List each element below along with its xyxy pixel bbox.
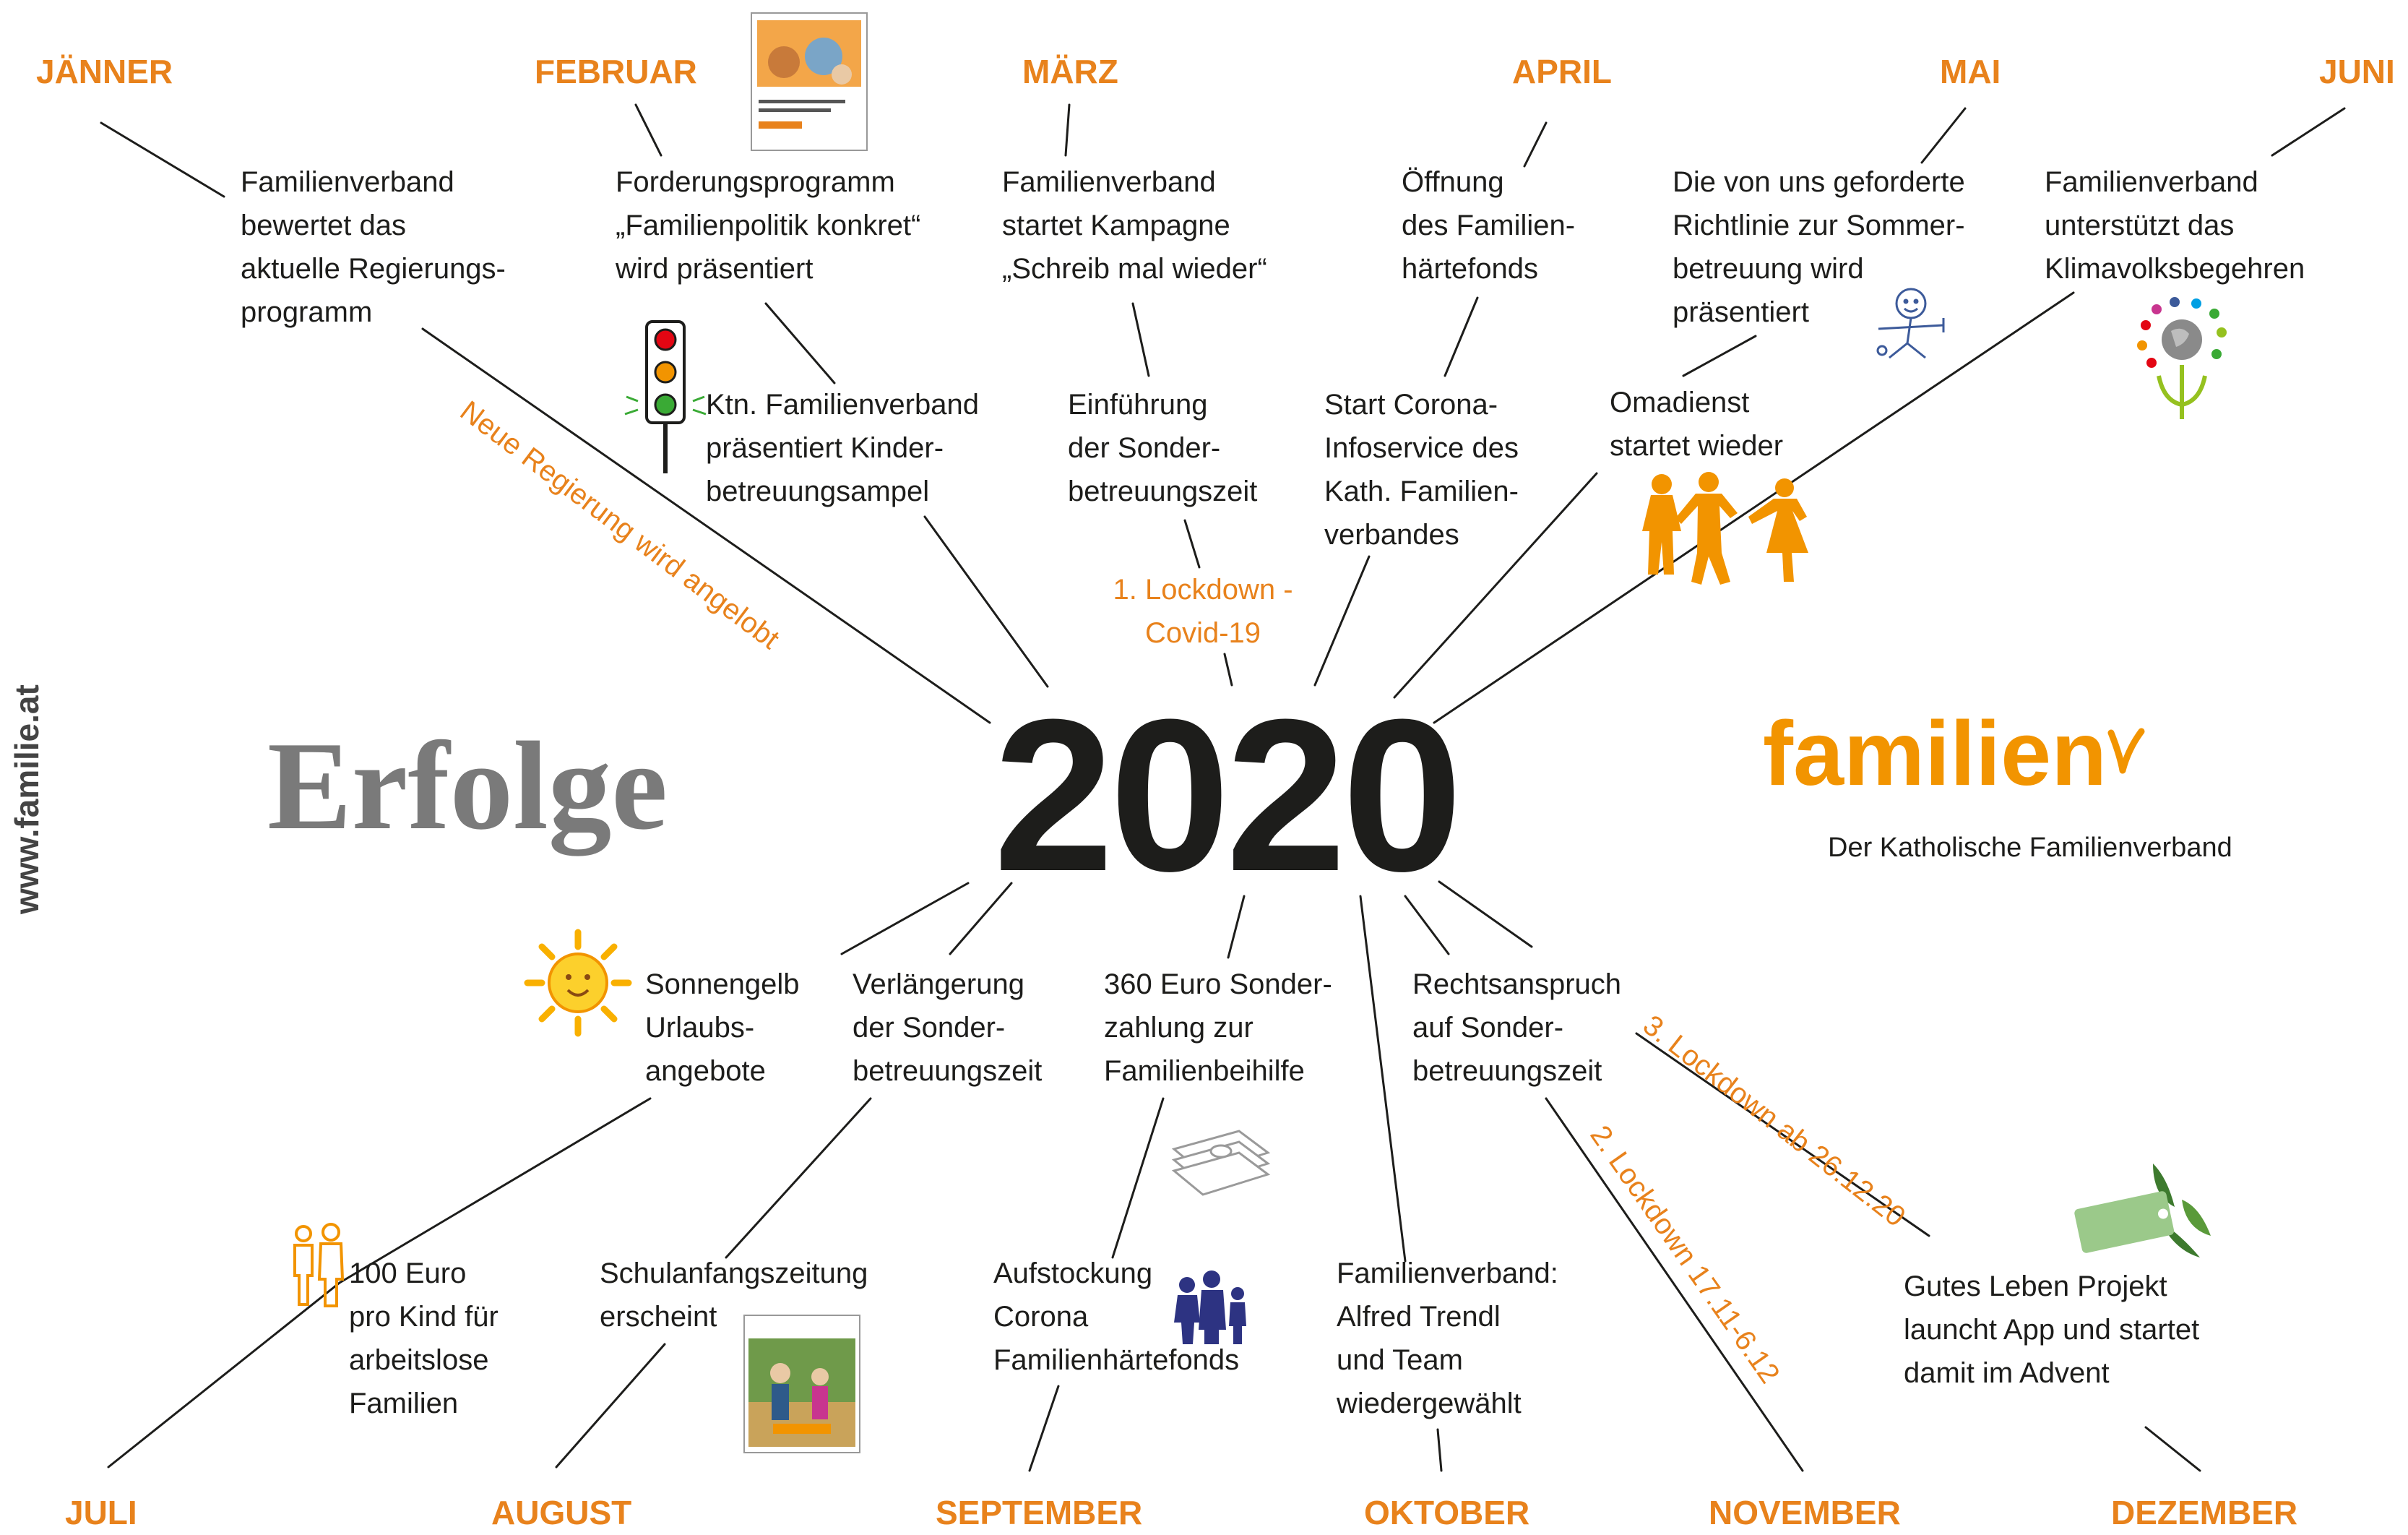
connector-jun-top xyxy=(2271,107,2346,157)
connector-oct-bottom xyxy=(1436,1428,1443,1472)
connector-jul-bottom xyxy=(107,1281,341,1469)
gutes-leben-image xyxy=(2074,1164,2211,1257)
event-may-omadienst: Omadienst startet wieder xyxy=(1610,387,1784,462)
connector-jul-center xyxy=(840,882,970,955)
month-aug: AUGUST xyxy=(491,1494,632,1531)
connector-aug-mid xyxy=(725,1097,872,1259)
connector-lines xyxy=(100,103,2346,1472)
month-jan: JÄNNER xyxy=(36,53,173,90)
event-jun-klima: Familienverband unterstützt das Klimavol… xyxy=(2045,166,2305,285)
connector-sep-center xyxy=(1227,895,1246,959)
month-jul: JULI xyxy=(65,1494,137,1531)
connector-jan-top xyxy=(100,121,225,198)
event-jan-regierungsprogramm: Familienverband bewertet das aktuelle Re… xyxy=(241,166,506,328)
connector-aug-center xyxy=(949,882,1013,955)
event-jul-100euro: 100 Euro pro Kind für arbeitslose Famili… xyxy=(349,1257,499,1419)
month-apr: APRIL xyxy=(1512,53,1612,90)
dancing-people-icon xyxy=(1642,472,1808,585)
website-url[interactable]: www.familie.at xyxy=(8,684,46,914)
brand-check-icon xyxy=(2107,728,2145,774)
year-title: 2020 xyxy=(993,674,1462,916)
event-apr-haertefonds: Öffnung des Familien- härtefonds xyxy=(1402,166,1576,285)
month-feb: FEBRUAR xyxy=(535,53,697,90)
connector-sep-bottom xyxy=(1028,1385,1060,1472)
connector-jan-center xyxy=(421,327,991,724)
sun-icon xyxy=(524,929,632,1037)
event-aug-schulanfang: Schulanfangszeitung erscheint xyxy=(600,1257,868,1333)
month-mar: MÄRZ xyxy=(1022,53,1118,90)
event-oct-trendl: Familienverband: Alfred Trendl und Team … xyxy=(1337,1257,1558,1419)
brand-logo-text: familien xyxy=(1763,702,2107,804)
connector-dec-bottom xyxy=(2144,1426,2201,1472)
event-dec-gutesleben: Gutes Leben Projekt launcht App und star… xyxy=(1904,1270,2200,1389)
event-mar-sonderbetreuung: Einführung der Sonder- betreuungszeit xyxy=(1068,389,1258,507)
connector-feb-center xyxy=(923,515,1049,688)
event-feb-forderungsprogramm: Forderungsprogramm „Familienpolitik konk… xyxy=(616,166,921,285)
connector-jul-mid xyxy=(338,1097,652,1284)
schulanfangszeitung-image xyxy=(743,1315,860,1453)
family-icon xyxy=(293,1223,345,1307)
brochure-konkret-image xyxy=(751,12,868,151)
month-oct: OKTOBER xyxy=(1364,1494,1530,1531)
connector-may-mid xyxy=(1682,335,1757,377)
connector-feb-ampel xyxy=(764,302,836,384)
connector-may-center xyxy=(1393,472,1598,699)
connector-mar-center xyxy=(1223,653,1233,687)
event-mar-kampagne: Familienverband startet Kampagne „Schrei… xyxy=(1002,166,1267,285)
connector-dec-mid xyxy=(1635,1032,1930,1237)
connector-mar-mid xyxy=(1131,302,1150,377)
connector-apr-mid xyxy=(1443,296,1479,377)
child-drawing-icon xyxy=(1876,288,1945,359)
money-stack-icon xyxy=(1171,1130,1271,1196)
connector-aug-bottom xyxy=(555,1343,666,1469)
connector-apr-center xyxy=(1313,555,1371,687)
connector-nov-center xyxy=(1404,895,1450,955)
heading-erfolge: Erfolge xyxy=(267,715,668,856)
month-nov: NOVEMBER xyxy=(1709,1494,1901,1531)
connector-apr-top xyxy=(1523,121,1548,168)
event-oct-rechtsanspruch: Rechtsanspruch auf Sonder- betreuungszei… xyxy=(1412,968,1622,1087)
traffic-light-icon xyxy=(624,320,707,473)
connector-oct-center xyxy=(1359,895,1407,1263)
connector-feb-top xyxy=(634,103,663,157)
connector-nov-mid xyxy=(1545,1097,1804,1472)
month-sep: SEPTEMBER xyxy=(936,1494,1143,1531)
event-apr-infoservice: Start Corona- Infoservice des Kath. Fami… xyxy=(1324,389,1519,551)
event-may-richtlinie: Die von uns geforderte Richtlinie zur So… xyxy=(1673,166,1965,328)
climate-globe-icon xyxy=(2137,297,2227,419)
brand-subtitle: Der Katholische Familienverband xyxy=(1828,833,2232,863)
connector-mar-lockdown xyxy=(1183,519,1201,569)
connector-dec-center xyxy=(1438,880,1533,948)
note-lockdown-1: 1. Lockdown - Covid-19 xyxy=(1113,574,1293,649)
connector-may-top xyxy=(1920,107,1967,164)
event-jul-sonnengelb: Sonnengelb Urlaubs- angebote xyxy=(645,968,800,1087)
connector-sep-mid xyxy=(1111,1097,1165,1259)
connector-jun-center xyxy=(1433,291,2075,724)
event-feb-ampel: Ktn. Familienverband präsentiert Kinder-… xyxy=(706,389,979,507)
month-may: MAI xyxy=(1940,53,2001,90)
connector-mar-top xyxy=(1064,103,1071,157)
event-aug-verlaengerung: Verlängerung der Sonder- betreuungszeit xyxy=(853,968,1043,1087)
event-sep-360euro: 360 Euro Sonder- zahlung zur Familienbei… xyxy=(1104,968,1332,1087)
event-sep-aufstockung: Aufstockung Corona Familienhärtefonds xyxy=(993,1257,1240,1376)
month-jun: JUNI xyxy=(2319,53,2395,90)
month-dec: DEZEMBER xyxy=(2111,1494,2298,1531)
family-silhouette-icon xyxy=(1174,1270,1246,1344)
